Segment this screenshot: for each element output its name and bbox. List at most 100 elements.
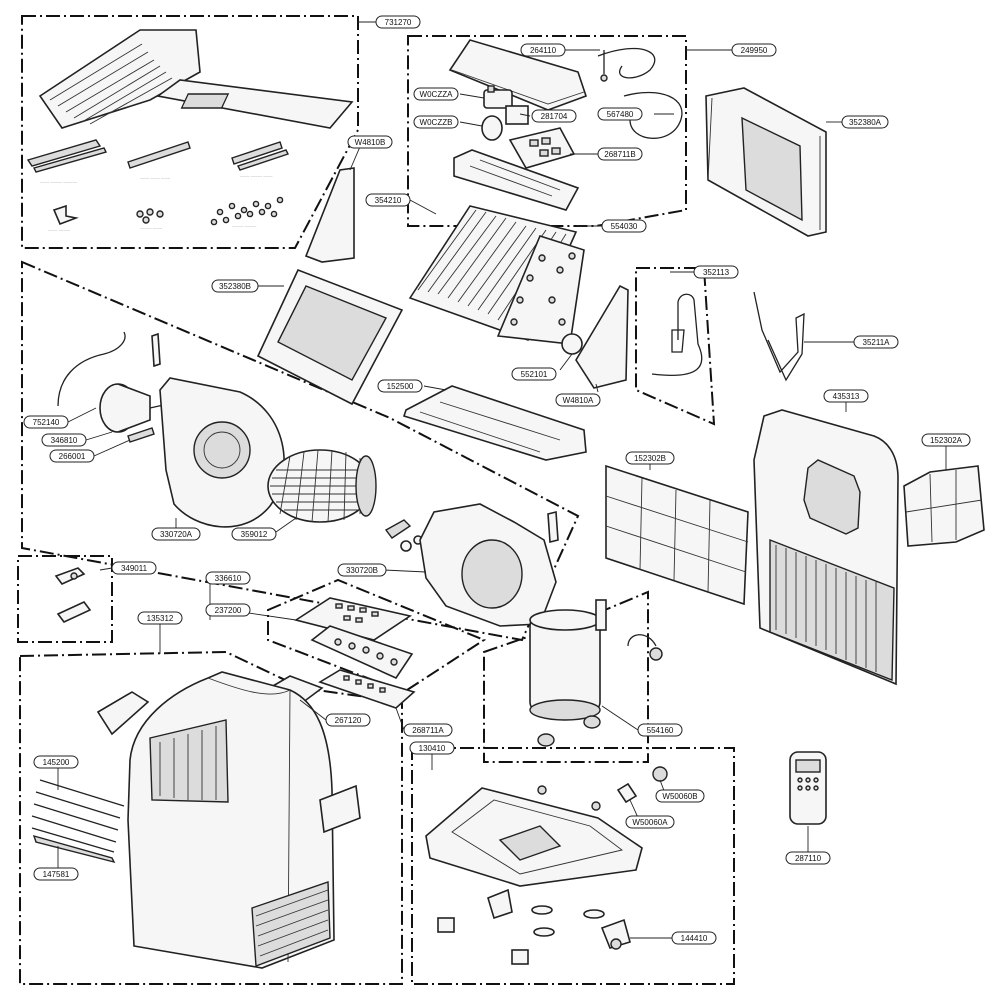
svg-text:135312: 135312 xyxy=(147,614,174,623)
svg-text:~~~~~ ~~~~: ~~~~~ ~~~~ xyxy=(140,226,163,231)
svg-text:731270: 731270 xyxy=(385,18,412,27)
wire-harness-264110 xyxy=(597,47,656,79)
holder-bar xyxy=(56,601,92,623)
svg-text:144410: 144410 xyxy=(681,934,708,943)
svg-text:147581: 147581 xyxy=(43,870,70,879)
seal-strip-a xyxy=(26,139,102,167)
svg-text:237200: 237200 xyxy=(215,606,242,615)
svg-text:552101: 552101 xyxy=(521,370,548,379)
svg-text:752140: 752140 xyxy=(33,418,60,427)
svg-text:W50060A: W50060A xyxy=(632,818,668,827)
accessory-kit-box xyxy=(21,15,359,249)
cabinet-parts xyxy=(31,671,361,969)
callout-352380a: 352380A xyxy=(841,115,889,129)
svg-text:336610: 336610 xyxy=(215,574,242,583)
callout-w0czzb: W0CZZB xyxy=(413,115,459,129)
svg-text:287110: 287110 xyxy=(795,854,822,863)
svg-text:152500: 152500 xyxy=(387,382,414,391)
callout-144410: 144410 xyxy=(671,931,717,945)
callout-346810: 346810 xyxy=(41,433,87,447)
callout-264110: 264110 xyxy=(520,43,566,57)
svg-text:435313: 435313 xyxy=(833,392,860,401)
callout-152302a: 152302A xyxy=(921,433,971,447)
filter-152302a xyxy=(903,465,985,547)
callout-145200: 145200 xyxy=(33,755,79,769)
svg-text:267120: 267120 xyxy=(335,716,362,725)
svg-text:567480: 567480 xyxy=(607,110,634,119)
remote-holder-box xyxy=(17,555,113,643)
wire-harness-567480 xyxy=(623,91,683,139)
control-panel-group xyxy=(267,578,487,694)
evaporator-bezel-352380b xyxy=(256,268,404,406)
svg-text:346810: 346810 xyxy=(51,436,78,445)
svg-text:~~~~ ~~~~~: ~~~~ ~~~~~ xyxy=(48,228,71,233)
svg-text:152302B: 152302B xyxy=(634,454,666,463)
svg-text:152302A: 152302A xyxy=(930,436,963,445)
blower-parts xyxy=(57,331,559,627)
drain-plug-w50060b xyxy=(652,766,668,782)
callout-266001: 266001 xyxy=(49,449,95,463)
caster-144410 xyxy=(600,918,631,949)
caster-set xyxy=(437,888,631,965)
svg-text:554030: 554030 xyxy=(611,222,638,231)
drain-fitting-552101 xyxy=(561,333,583,355)
callout-w4810b: W4810B xyxy=(347,135,393,149)
callout-w50060b: W50060B xyxy=(655,789,705,803)
blower-wheel-359012 xyxy=(267,449,377,523)
remote-control-287110 xyxy=(789,751,827,825)
svg-text:264110: 264110 xyxy=(530,46,557,55)
compressor-grommet-a xyxy=(537,733,555,747)
svg-text:249950: 249950 xyxy=(741,46,768,55)
air-louver xyxy=(149,719,229,803)
display-pcb-268711a xyxy=(318,669,416,709)
capillary-pipe-352113 xyxy=(651,293,703,376)
callout-567480: 567480 xyxy=(597,107,643,121)
svg-text:268711B: 268711B xyxy=(604,150,635,159)
capacitor-w0czzb xyxy=(481,115,503,141)
callout-554160: 554160 xyxy=(637,723,683,737)
callout-352113: 352113 xyxy=(693,265,739,279)
blower-housing-330720b xyxy=(419,503,559,627)
motor-clip-266001 xyxy=(127,427,155,443)
suction-pipe-35211a xyxy=(753,291,805,382)
svg-text:554160: 554160 xyxy=(647,726,674,735)
seal-strip-e xyxy=(237,149,289,171)
callout-249950: 249950 xyxy=(731,43,777,57)
control-box-group xyxy=(407,35,687,227)
seal-strip-c xyxy=(127,141,191,169)
callout-435313: 435313 xyxy=(823,389,869,403)
callout-35211a: 35211A xyxy=(853,335,899,349)
control-box-parts xyxy=(448,39,683,211)
callout-354210: 354210 xyxy=(365,193,411,207)
motor-strap xyxy=(151,332,161,368)
screw-set-a xyxy=(136,208,164,224)
upper-handle xyxy=(96,691,150,736)
svg-text:W50060B: W50060B xyxy=(662,792,697,801)
louver-link-147581 xyxy=(32,834,116,864)
svg-text:352380A: 352380A xyxy=(849,118,882,127)
rear-grille-352380a xyxy=(705,87,827,237)
control-box-cover xyxy=(448,39,588,111)
motor-bracket-parts xyxy=(384,519,423,552)
callout-554030: 554030 xyxy=(601,219,647,233)
svg-text:330720B: 330720B xyxy=(346,566,378,575)
callout-237200: 237200 xyxy=(205,603,251,617)
control-panel-parts xyxy=(264,597,416,709)
base-pan-parts xyxy=(425,766,668,965)
compressor-parts xyxy=(529,599,663,747)
svg-text:349011: 349011 xyxy=(121,564,148,573)
control-box-tray xyxy=(453,149,580,211)
callout-336610: 336610 xyxy=(205,571,251,585)
base-pan-group xyxy=(411,747,735,985)
callout-352380b: 352380B xyxy=(211,279,259,293)
callout-w0czza: W0CZZA xyxy=(413,87,459,101)
callouts: 731270 264110 249950 W0CZZA 281704 W0CZZ… xyxy=(23,15,971,945)
callout-130410: 130410 xyxy=(409,741,455,755)
callout-330720a: 330720A xyxy=(151,527,201,541)
svg-text:130410: 130410 xyxy=(419,744,446,753)
callout-w50060a: W50060A xyxy=(625,815,675,829)
callout-152500: 152500 xyxy=(377,379,423,393)
svg-text:W4810B: W4810B xyxy=(355,138,386,147)
callout-268711b: 268711B xyxy=(597,147,643,161)
